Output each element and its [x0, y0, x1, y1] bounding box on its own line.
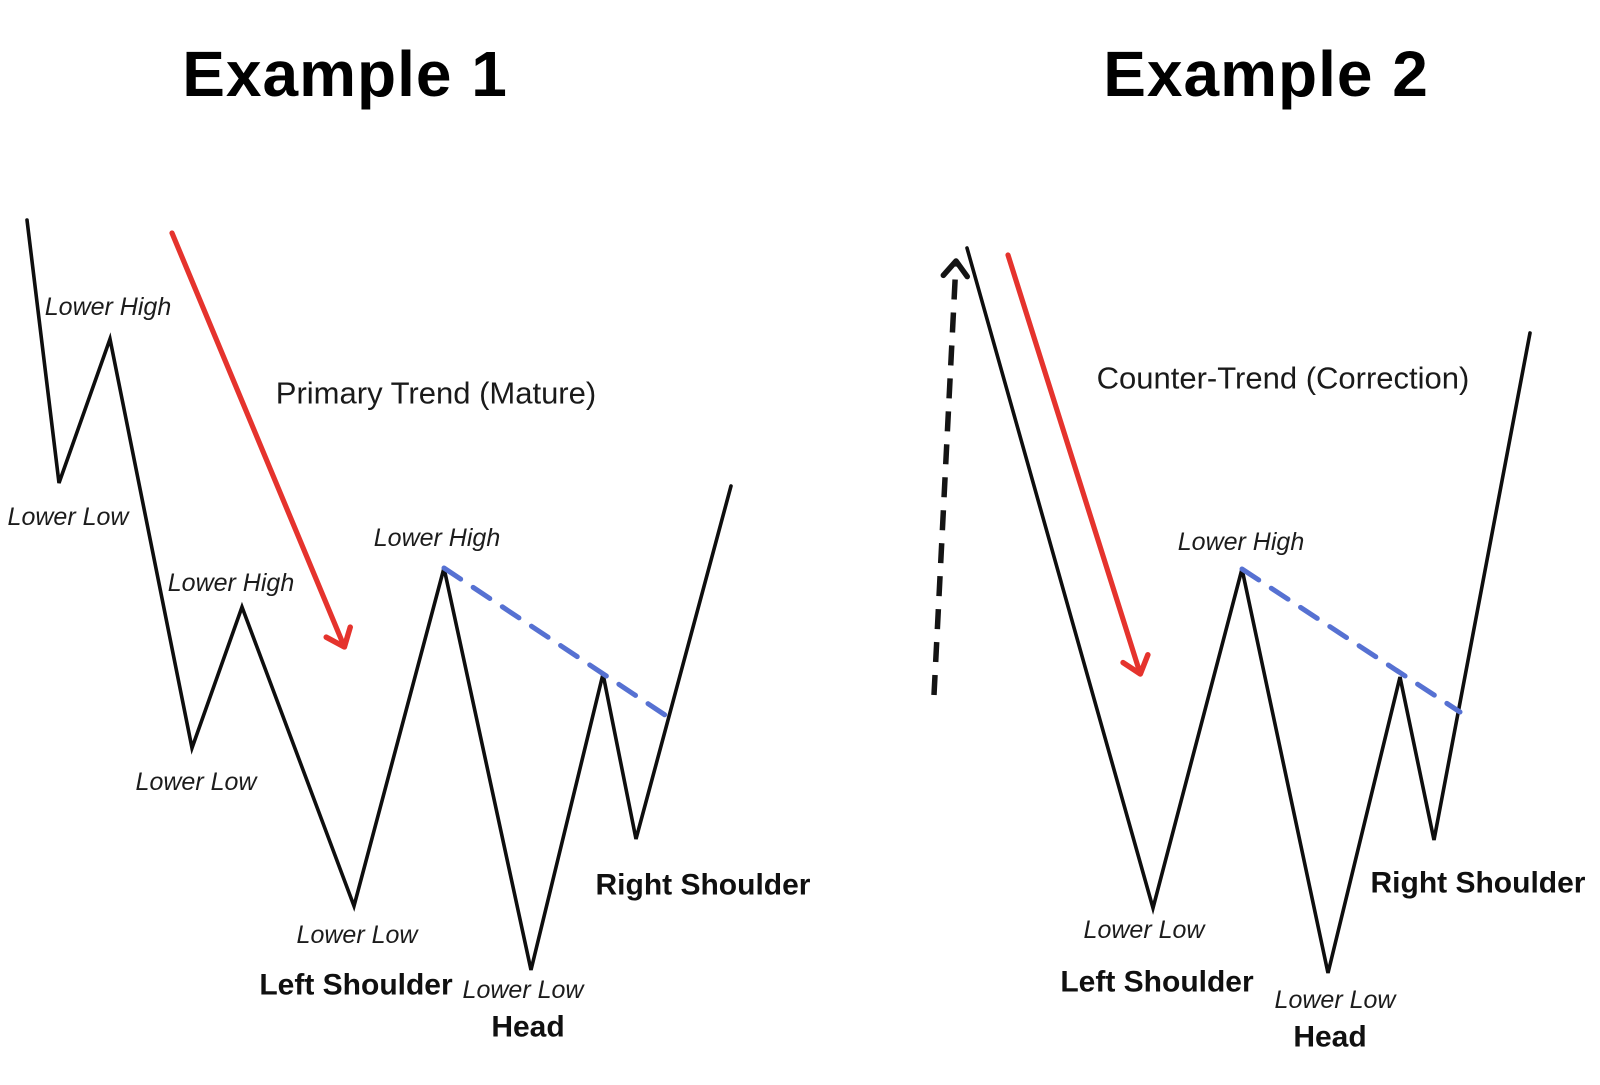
example-2-price-line — [965, 246, 1532, 974]
structure-label-left-shoulder: Left Shoulder — [1060, 966, 1254, 999]
swing-label-lower-low: Lower Low — [8, 503, 131, 531]
swing-label-lower-low: Lower Low — [463, 976, 586, 1004]
structure-label-left-shoulder: Left Shoulder — [259, 969, 453, 1002]
example-1-panel: Example 1 Lower High Lower Low Lower Hig… — [8, 38, 811, 1044]
example-2-title: Example 2 — [1103, 38, 1429, 110]
swing-label-lower-high: Lower High — [1178, 528, 1304, 556]
example-2-neckline-dashed — [1239, 566, 1463, 715]
swing-label-lower-high: Lower High — [45, 293, 171, 321]
structure-label-right-shoulder: Right Shoulder — [1371, 867, 1586, 900]
trend-annotation-label: Primary Trend (Mature) — [276, 376, 596, 411]
structure-label-head: Head — [491, 1011, 564, 1044]
trend-annotation-label: Counter-Trend (Correction) — [1097, 361, 1470, 396]
swing-label-lower-low: Lower Low — [136, 768, 259, 796]
swing-label-lower-high: Lower High — [168, 569, 294, 597]
structure-label-head: Head — [1293, 1021, 1366, 1054]
swing-label-lower-low: Lower Low — [297, 921, 420, 949]
example-2-panel: Example 2 Lower High Lower Low Lower Low… — [931, 38, 1586, 1054]
example-1-primary-trend-arrow — [169, 230, 353, 650]
example-1-title: Example 1 — [182, 38, 508, 110]
example-1-neckline-dashed — [441, 565, 668, 718]
swing-label-lower-low: Lower Low — [1275, 986, 1398, 1014]
swing-label-lower-low: Lower Low — [1084, 916, 1207, 944]
example-1-price-line — [25, 218, 733, 971]
structure-label-right-shoulder: Right Shoulder — [596, 869, 811, 902]
example-2-prior-uptrend-dashed-arrow — [931, 258, 971, 696]
swing-label-lower-high: Lower High — [374, 524, 500, 552]
example-2-counter-trend-arrow — [1005, 252, 1151, 677]
